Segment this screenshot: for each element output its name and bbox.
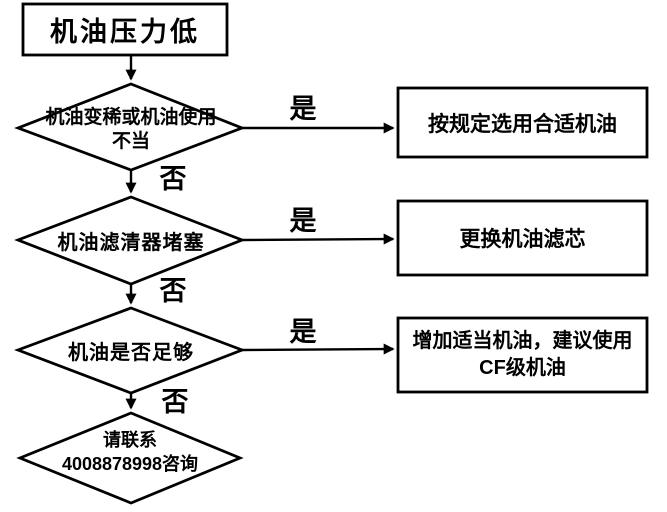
arrow-decision3-to-action3 — [241, 343, 395, 355]
yes-label-2: 是 — [289, 205, 317, 236]
no-label-3: 否 — [161, 386, 189, 417]
action-3-line2: CF级机油 — [479, 357, 566, 379]
action-3-line1: 增加适当机油，建议使用 — [412, 330, 633, 352]
yes-label-3: 是 — [289, 316, 317, 347]
fallback-line1: 请联系 — [103, 430, 157, 450]
fallback-diamond-shape — [16, 411, 244, 505]
action-3-label: 增加适当机油，建议使用 CF级机油 — [398, 318, 647, 392]
arrow-decision2-to-action2 — [241, 233, 395, 245]
start-box-shape — [21, 2, 229, 57]
decision-1-line2: 不当 — [111, 131, 150, 152]
no-label-1: 否 — [159, 163, 187, 194]
fallback-node-label: 请联系 4008878998咨询 — [20, 426, 240, 478]
no-label-2: 否 — [159, 275, 187, 306]
action-1-label: 按规定选用合适机油 — [428, 112, 617, 136]
decision-1-label: 机油变稀或机油使用不当 — [20, 100, 242, 160]
decision-1-line1: 机油变稀或机油使用 — [45, 107, 217, 128]
decision-3-label: 机油是否足够 — [68, 341, 194, 364]
decision-2-label: 机油滤清器堵塞 — [57, 231, 205, 254]
action-3-box-shape — [396, 316, 649, 394]
start-node-label: 机油压力低 — [50, 17, 200, 47]
action-2-label: 更换机油滤芯 — [459, 228, 586, 251]
fallback-line2: 4008878998咨询 — [61, 454, 199, 474]
yes-label-1: 是 — [289, 93, 317, 124]
action-2-box-shape — [396, 199, 649, 277]
action-1-box-shape — [396, 86, 649, 159]
